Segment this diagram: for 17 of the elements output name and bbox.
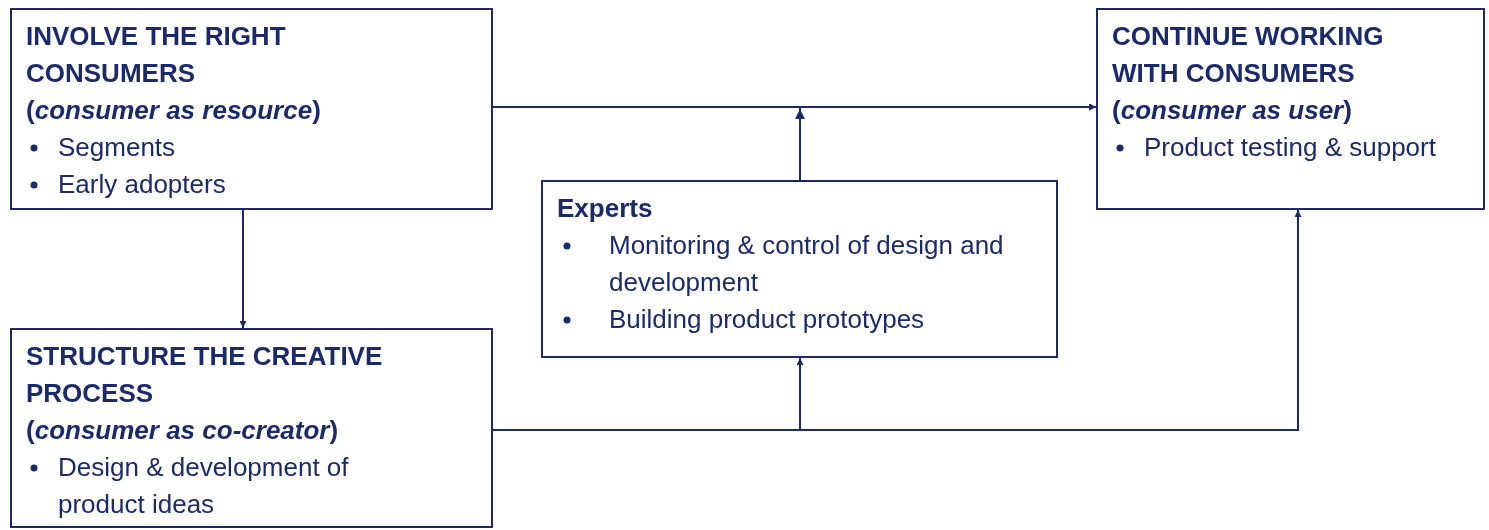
bullet-item: Product testing & support [1144,132,1436,162]
bullet-item: Monitoring & control of design and development [609,230,1004,297]
process-box [10,8,493,210]
bullet-item: Early adopters [58,169,226,199]
box-heading: Experts [557,192,654,225]
role-subtitle: (consumer as co-creator) [26,414,340,447]
process-box [10,328,493,528]
role-subtitle: (consumer as user) [1112,94,1353,127]
process-box [541,180,1058,358]
arrow [239,209,247,329]
process-box [1096,8,1485,210]
role-subtitle: (consumer as resource) [26,94,322,127]
arrow [795,104,1097,181]
bullet-item: Design & development of product ideas [58,452,349,519]
arrow [492,209,1302,431]
bullet-item: Segments [58,132,176,162]
bullet-item: Building product prototypes [609,304,925,334]
